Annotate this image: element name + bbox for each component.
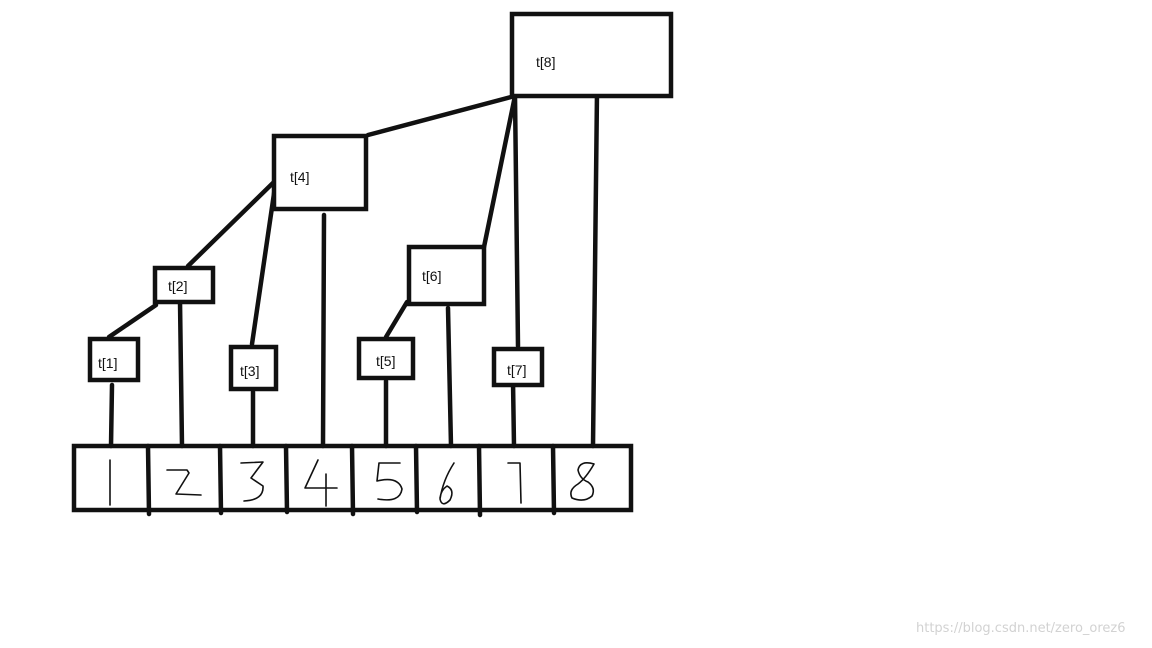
node-label-t3: t[3]: [240, 363, 259, 379]
node-box-t3: [228, 344, 279, 392]
array-cell-5: 5: [376, 462, 403, 501]
array-divider: [413, 443, 420, 515]
node-label-t7: t[7]: [507, 362, 526, 378]
array-divider: [283, 443, 290, 515]
node-box-t2: [152, 265, 216, 305]
tree-nodes: [87, 11, 674, 392]
array-cell-7: 7: [507, 462, 522, 504]
node-label-t1: t[1]: [98, 355, 117, 371]
connector-lines: [106, 89, 600, 449]
edge-cell2-t2: [177, 298, 185, 449]
array-divider: [145, 443, 152, 517]
array-divider: [476, 443, 483, 518]
array-cell-value: 4: [320, 483, 321, 485]
node-box-t8: [509, 11, 674, 99]
node-label-t6: t[6]: [422, 268, 441, 284]
array-cell-value: 1: [111, 483, 112, 485]
watermark-url: https://blog.csdn.net/zero_orez6: [916, 621, 1126, 636]
handwritten-digit: [570, 462, 595, 501]
array-divider: [349, 443, 356, 517]
array-cell-4: 4: [304, 459, 338, 507]
node-box-t7: [491, 346, 545, 388]
handwritten-digit: [166, 469, 202, 496]
node-box-t1: [87, 336, 141, 383]
node-label-t2: t[2]: [168, 278, 187, 294]
edge-cell8-t8: [590, 89, 600, 449]
array-cell-3: 3: [240, 461, 264, 502]
handwritten-digit: [240, 461, 264, 502]
node-box-t4: [271, 133, 369, 212]
array-cell-value: 3: [253, 483, 254, 485]
array-cell-6: 6: [439, 462, 455, 505]
array-cell-8: 8: [570, 462, 595, 501]
array-cell-value: 5: [388, 483, 389, 485]
node-labels: t[8] t[4] t[6] t[2] t[1] t[3] t[5] t[7]: [98, 54, 555, 379]
node-box-t6: [406, 244, 487, 307]
array-cell-value: 8: [582, 483, 583, 485]
array-cell-2: 2: [166, 469, 202, 496]
edge-cell7-t7: [510, 378, 517, 449]
array-divider: [550, 443, 557, 516]
handwritten-digit: [304, 459, 338, 507]
node-label-t5: t[5]: [376, 353, 395, 369]
node-box-t5: [356, 336, 416, 381]
edge-t4-t8: [365, 93, 518, 138]
node-label-t4: t[4]: [290, 169, 309, 185]
edge-cell4-t4: [320, 212, 327, 449]
handwritten-digit: [507, 462, 522, 504]
edge-cell6-t6: [445, 305, 454, 449]
edge-t5-t6: [383, 299, 410, 340]
array-divider: [217, 443, 224, 516]
handwritten-digit: [439, 462, 455, 505]
array-cell-1: 1: [109, 459, 112, 506]
edge-t7-t8: [512, 93, 521, 349]
node-label-t8: t[8]: [536, 54, 555, 70]
edge-cell1-t1: [108, 382, 115, 449]
edge-t6-t8: [481, 93, 518, 250]
edge-t2-t4: [185, 177, 279, 269]
array-cell-value: 7: [517, 483, 518, 485]
array-row: [71, 443, 634, 518]
array-cell-value: 6: [446, 483, 447, 485]
edge-t1-t2: [106, 302, 159, 340]
handwritten-digit: [376, 462, 403, 501]
array-cells: 1 2 3 4 5 6 7 8: [109, 459, 595, 507]
